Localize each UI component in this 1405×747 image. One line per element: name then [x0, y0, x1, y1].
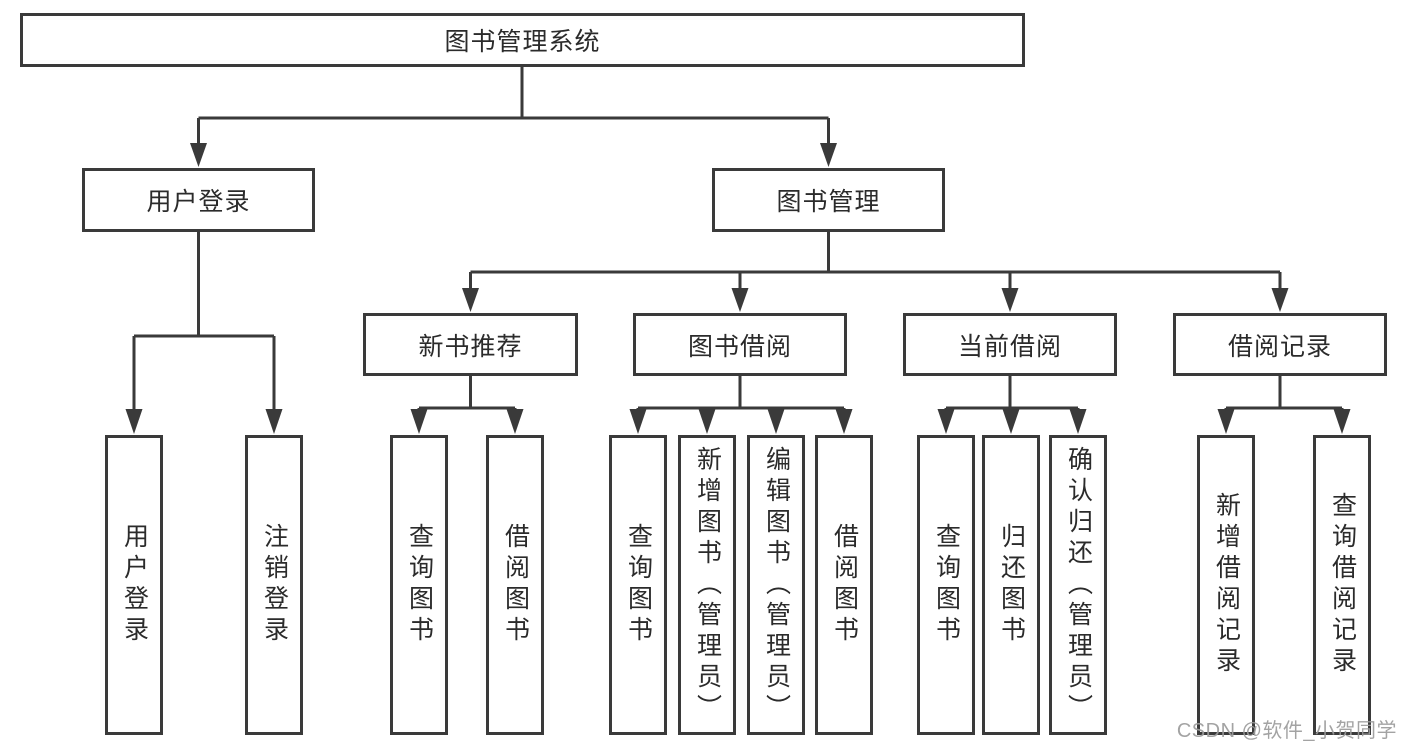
- leaf-label: 查询图书: [405, 523, 434, 647]
- leaf-borrow-books: 借阅图书: [815, 435, 873, 735]
- node-user-login: 用户登录: [82, 168, 315, 232]
- leaf-label: 注销登录: [260, 523, 289, 647]
- leaf-label: 新增图书（管理员）: [693, 445, 722, 725]
- leaf-label: 查询图书: [624, 523, 653, 647]
- leaf-label: 查询图书: [932, 523, 961, 647]
- node-new-book-recommend: 新书推荐: [363, 313, 578, 376]
- leaf-label: 查询借阅记录: [1328, 492, 1357, 678]
- leaf-user-login: 用户登录: [105, 435, 163, 735]
- leaf-label: 借阅图书: [501, 523, 530, 647]
- leaf-borrow-books-recommend: 借阅图书: [486, 435, 544, 735]
- node-root-system: 图书管理系统: [20, 13, 1025, 67]
- leaf-label: 新增借阅记录: [1212, 492, 1241, 678]
- leaf-query-borrow-record: 查询借阅记录: [1313, 435, 1371, 735]
- leaf-logout: 注销登录: [245, 435, 303, 735]
- node-current-borrowing: 当前借阅: [903, 313, 1117, 376]
- node-label: 图书管理系统: [444, 28, 601, 56]
- leaf-label: 借阅图书: [830, 523, 859, 647]
- leaf-edit-books-admin: 编辑图书（管理员）: [747, 435, 805, 735]
- node-label: 新书推荐: [418, 332, 523, 361]
- leaf-query-books-current: 查询图书: [917, 435, 975, 735]
- leaf-label: 编辑图书（管理员）: [762, 445, 791, 725]
- leaf-query-books-recommend: 查询图书: [390, 435, 448, 735]
- leaf-label: 确认归还（管理员）: [1064, 445, 1093, 725]
- csdn-watermark: CSDN @软件_小贺同学: [1176, 720, 1397, 742]
- node-label: 图书管理: [776, 188, 881, 216]
- node-label: 当前借阅: [957, 332, 1062, 361]
- node-borrowing-records: 借阅记录: [1173, 313, 1387, 376]
- leaf-confirm-return-admin: 确认归还（管理员）: [1049, 435, 1107, 735]
- node-label: 图书借阅: [687, 332, 792, 361]
- leaf-add-books-admin: 新增图书（管理员）: [678, 435, 736, 735]
- leaf-query-books-borrow: 查询图书: [609, 435, 667, 735]
- node-label: 用户登录: [146, 188, 251, 216]
- node-book-management: 图书管理: [712, 168, 945, 232]
- leaf-label: 用户登录: [120, 523, 149, 647]
- node-label: 借阅记录: [1227, 332, 1332, 361]
- node-book-borrowing: 图书借阅: [633, 313, 847, 376]
- leaf-label: 归还图书: [997, 523, 1026, 647]
- leaf-return-books: 归还图书: [982, 435, 1040, 735]
- leaf-add-borrow-record: 新增借阅记录: [1197, 435, 1255, 735]
